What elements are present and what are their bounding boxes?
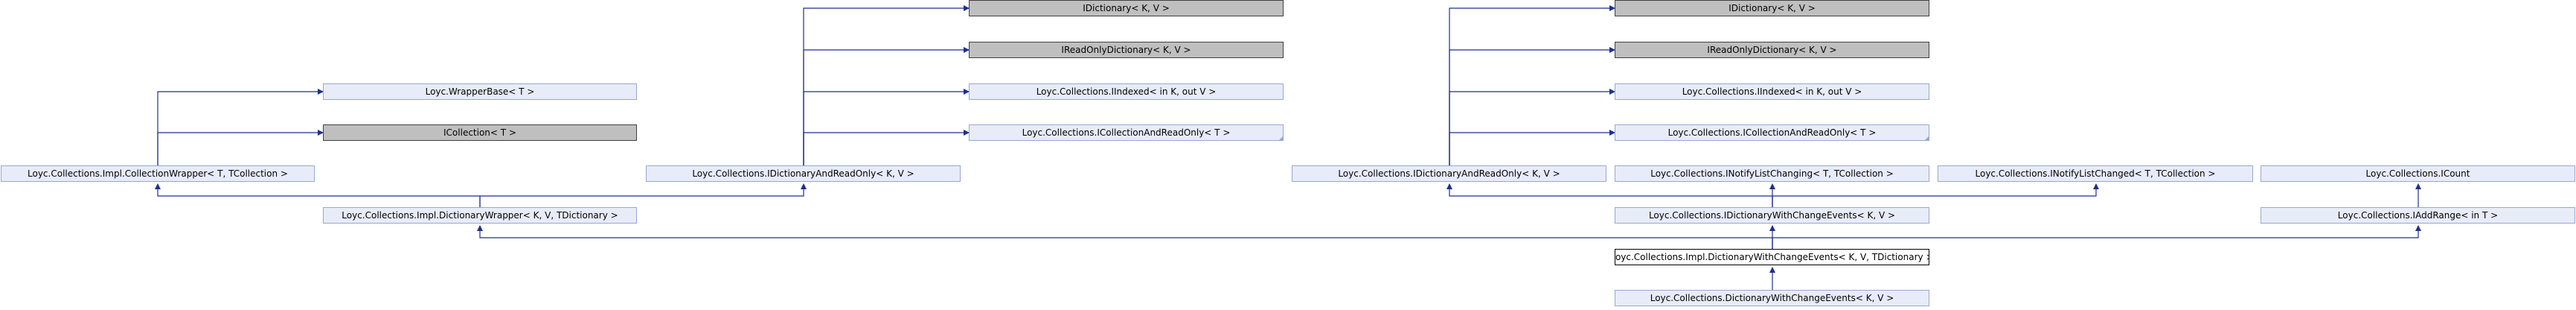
edge-dictwrapper-collectionwrapper (155, 183, 481, 207)
interface-idictionary-and-readonly-2[interactable]: Loyc.Collections.IDictionaryAndReadOnly<… (1292, 165, 1606, 182)
interface-icollection: ICollection< T > (323, 124, 637, 141)
edge-idictreadonly1-ireadonlydict1 (803, 47, 970, 165)
interface-ireadonly-dictionary-2: IReadOnlyDictionary< K, V > (1615, 42, 1929, 58)
interface-icollection-and-readonly-1[interactable]: Loyc.Collections.ICollectionAndReadOnly<… (969, 124, 1284, 141)
edge-impldict-dictwrapper (477, 225, 1773, 249)
edge-idictchange-inotifychanged (1772, 183, 2099, 207)
edge-idictreadonly1-icollreadonly1 (803, 130, 970, 165)
edge-collectionwrapper-wrapperbase (157, 89, 324, 165)
edge-idictreadonly1-iindexed1 (803, 89, 970, 165)
interface-iadd-range[interactable]: Loyc.Collections.IAddRange< in T > (2261, 207, 2575, 224)
interface-icount[interactable]: Loyc.Collections.ICount (2261, 165, 2575, 182)
edge-idictreadonly2-ireadonlydict2 (1449, 47, 1615, 165)
interface-iindexed-2[interactable]: Loyc.Collections.IIndexed< in K, out V > (1615, 83, 1929, 100)
interface-icollection-and-readonly-2[interactable]: Loyc.Collections.ICollectionAndReadOnly<… (1615, 124, 1929, 141)
interface-ireadonly-dictionary-1: IReadOnlyDictionary< K, V > (969, 42, 1284, 58)
class-impl-dictionary-with-change-events: Loyc.Collections.Impl.DictionaryWithChan… (1615, 249, 1929, 265)
interface-inotify-list-changing[interactable]: Loyc.Collections.INotifyListChanging< T,… (1615, 165, 1929, 182)
edge-idictreadonly2-idictionary2 (1449, 5, 1615, 165)
class-collection-wrapper[interactable]: Loyc.Collections.Impl.CollectionWrapper<… (1, 165, 315, 182)
interface-inotify-list-changed[interactable]: Loyc.Collections.INotifyListChanged< T, … (1938, 165, 2253, 182)
edge-idictreadonly2-icollreadonly2 (1449, 130, 1615, 165)
edge-idictreadonly1-idictionary1 (803, 5, 970, 165)
interface-idictionary-with-change-events[interactable]: Loyc.Collections.IDictionaryWithChangeEv… (1615, 207, 1929, 224)
class-wrapper-base[interactable]: Loyc.WrapperBase< T > (323, 83, 637, 100)
edge-idictchange-idictreadonly2 (1446, 183, 1773, 207)
class-dictionary-with-change-events[interactable]: Loyc.Collections.DictionaryWithChangeEve… (1615, 290, 1929, 306)
edge-impldict-iaddrange (1772, 225, 2421, 249)
interface-idictionary-and-readonly-1[interactable]: Loyc.Collections.IDictionaryAndReadOnly<… (646, 165, 961, 182)
edge-idictreadonly2-iindexed2 (1449, 89, 1615, 165)
edge-collectionwrapper-icollection (157, 130, 324, 165)
interface-idictionary-1: IDictionary< K, V > (969, 0, 1284, 16)
interface-iindexed-1[interactable]: Loyc.Collections.IIndexed< in K, out V > (969, 83, 1284, 100)
interface-idictionary-2: IDictionary< K, V > (1615, 0, 1929, 16)
class-dictionary-wrapper[interactable]: Loyc.Collections.Impl.DictionaryWrapper<… (323, 207, 637, 224)
edge-dictwrapper-idictreadonly1 (479, 183, 807, 207)
